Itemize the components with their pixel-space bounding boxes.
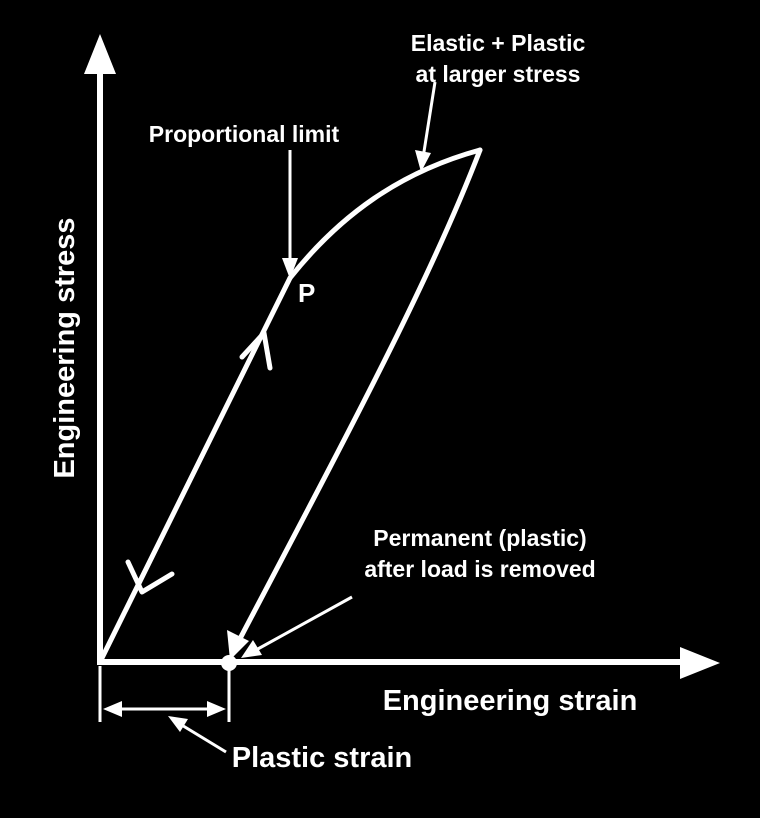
unloading-arrowhead: [227, 630, 249, 660]
plastic-strain-label: Plastic strain: [232, 742, 413, 774]
point-p-label: P: [298, 278, 315, 308]
proportional-limit-leader-arrowhead: [282, 258, 298, 279]
elastic-plastic-leader: [421, 81, 437, 159]
x-axis-arrowhead: [680, 647, 720, 679]
permanent-strain-point: [221, 655, 237, 671]
x-axis-label: Engineering strain: [383, 685, 638, 717]
plastic-strain-leader-arrowhead: [168, 716, 188, 732]
elastic-plastic-label-line1: Elastic + Plastic: [411, 30, 586, 56]
y-axis-arrowhead: [84, 34, 116, 74]
plastic-loading-curve: [287, 147, 483, 281]
permanent-leader: [255, 595, 353, 652]
y-axis: [84, 34, 116, 662]
unloading-direction-chevron: [125, 559, 175, 595]
loading-direction-chevron: [239, 330, 273, 371]
permanent-leader-arrowhead: [241, 640, 262, 658]
elastic-plastic-label-line2: at larger stress: [416, 61, 581, 87]
y-axis-label: Engineering stress: [49, 217, 81, 478]
plastic-strain-dimension: [98, 666, 231, 722]
proportional-limit-label: Proportional limit: [149, 121, 340, 147]
plastic-strain-leader: [179, 722, 227, 754]
unloading-curve: [230, 147, 483, 655]
permanent-label-line2: after load is removed: [364, 556, 595, 582]
permanent-label-line1: Permanent (plastic): [373, 525, 586, 551]
x-axis: [97, 647, 720, 679]
elastic-plastic-leader-arrowhead: [415, 150, 431, 172]
